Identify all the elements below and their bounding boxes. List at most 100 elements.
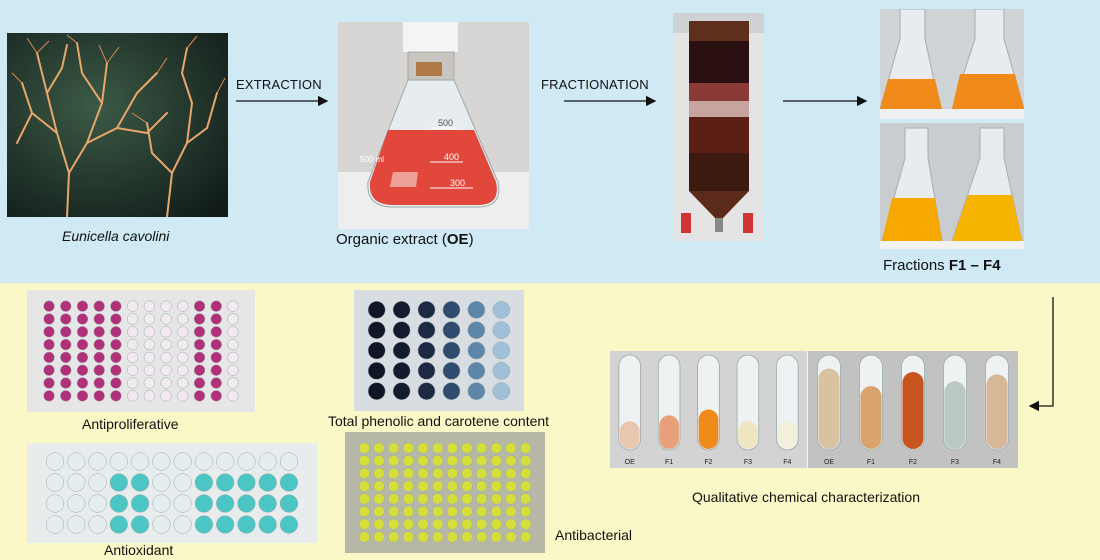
- plate-well: [160, 390, 172, 402]
- plate-well: [60, 351, 72, 364]
- extraction-step-label: EXTRACTION: [236, 77, 322, 92]
- plate-well: [216, 515, 235, 534]
- plate-well: [127, 313, 139, 325]
- plate-well: [505, 467, 517, 480]
- plate-well: [210, 300, 222, 312]
- plate-well: [127, 300, 139, 312]
- plate-well: [110, 377, 122, 389]
- plate-well: [110, 351, 122, 364]
- plate-well: [93, 326, 105, 338]
- tube-label: F4: [783, 459, 791, 466]
- plate-well: [76, 377, 89, 389]
- plate-well: [127, 364, 139, 376]
- plate-well: [417, 455, 429, 467]
- plate-well: [392, 362, 411, 380]
- plate-well: [110, 326, 122, 338]
- plate-well: [258, 452, 277, 471]
- plate-well: [367, 321, 386, 339]
- plate-well: [520, 531, 532, 543]
- plate-well: [373, 455, 385, 467]
- plate-well: [358, 480, 370, 492]
- tube-liquid: [619, 421, 640, 449]
- fractions-photo-top: [880, 9, 1024, 119]
- plate-well: [417, 442, 429, 454]
- plate-well: [143, 364, 155, 376]
- plate-well: [432, 480, 444, 492]
- plate-well: [490, 480, 502, 492]
- plate-well: [143, 390, 155, 402]
- plate-well: [109, 473, 128, 492]
- plate-well: [43, 313, 55, 325]
- plate-well: [237, 494, 256, 513]
- plate-well: [417, 505, 429, 518]
- plate-well: [160, 326, 172, 338]
- plate-well: [490, 442, 502, 454]
- antioxidant-label: Antioxidant: [104, 542, 174, 558]
- plate-well: [177, 326, 189, 338]
- plate-well: [417, 518, 429, 530]
- plate-well: [210, 377, 222, 389]
- plate-well: [227, 300, 239, 312]
- plate-well: [279, 473, 299, 492]
- plate-well: [388, 455, 400, 467]
- plate-well: [88, 452, 107, 471]
- plate-well: [45, 452, 65, 471]
- plate-well: [43, 377, 55, 389]
- plate-well: [367, 301, 386, 319]
- plate-well: [60, 326, 72, 338]
- plate-well: [127, 351, 139, 364]
- plate-well: [392, 382, 411, 400]
- plate-well: [492, 362, 511, 380]
- plate-well: [109, 515, 128, 534]
- plate-well: [467, 321, 486, 339]
- plate-well: [476, 518, 488, 530]
- plate-well: [210, 364, 222, 376]
- plate-well: [446, 518, 458, 530]
- plate-well: [210, 351, 222, 364]
- plate-well: [505, 455, 517, 467]
- plate-well: [152, 473, 171, 492]
- plate-well: [520, 455, 532, 467]
- plate-well: [237, 473, 256, 492]
- plate-well: [160, 313, 172, 325]
- plate-well: [60, 364, 72, 376]
- plate-well: [152, 494, 171, 513]
- plate-well: [88, 494, 107, 513]
- plate-well: [67, 494, 86, 513]
- plate-well: [373, 505, 385, 518]
- plate-well: [446, 467, 458, 480]
- plate-well: [358, 442, 370, 454]
- plate-well: [143, 377, 155, 389]
- plate-well: [373, 467, 385, 480]
- extract-flask-photo: 500 400 300 500 ml: [338, 22, 529, 229]
- plate-well: [193, 351, 206, 364]
- plate-well: [388, 480, 400, 492]
- plate-well: [237, 515, 256, 534]
- plate-well: [432, 518, 444, 530]
- plate-well: [43, 364, 55, 376]
- plate-well: [388, 442, 400, 454]
- plate-well: [520, 505, 532, 518]
- plate-well: [388, 505, 400, 518]
- plate-well: [490, 531, 502, 543]
- plate-well: [194, 473, 213, 492]
- plate-well: [461, 455, 473, 467]
- tube-label: F4: [993, 459, 1001, 466]
- tube-label: OE: [824, 459, 834, 466]
- plate-well: [358, 455, 370, 467]
- plate-well: [45, 473, 65, 492]
- phenolic-label: Total phenolic and carotene content: [328, 413, 550, 429]
- plate-well: [432, 493, 444, 505]
- plate-well: [216, 494, 235, 513]
- plate-well: [67, 473, 86, 492]
- plate-well: [442, 382, 461, 400]
- flask-mark-300: 300: [450, 178, 465, 188]
- plate-well: [373, 480, 385, 492]
- plate-well: [237, 452, 256, 471]
- plate-well: [476, 531, 488, 543]
- plate-well: [193, 313, 206, 325]
- plate-well: [110, 313, 122, 325]
